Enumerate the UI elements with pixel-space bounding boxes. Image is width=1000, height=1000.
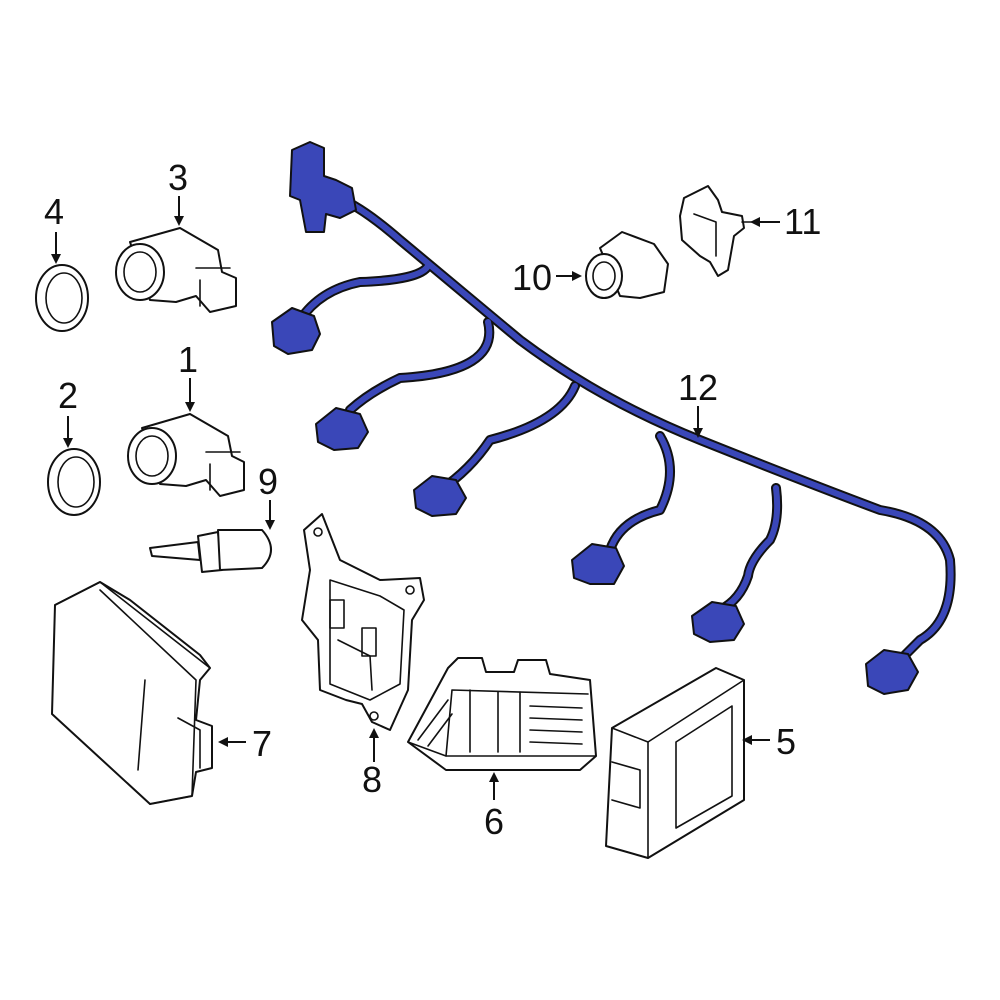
callout-10: 10 xyxy=(512,257,552,298)
sensor-part-10[interactable] xyxy=(585,231,669,299)
harness-connector xyxy=(315,407,369,451)
control-module-part-7[interactable] xyxy=(51,581,213,805)
ecu-board-part-6[interactable] xyxy=(407,657,597,771)
parking-sensor-part-3[interactable] xyxy=(115,227,237,313)
callout-1: 1 xyxy=(178,339,198,380)
harness-main-connector xyxy=(289,141,357,233)
bracket-part-8[interactable] xyxy=(301,513,425,731)
parking-sensor-part-1[interactable] xyxy=(127,413,245,497)
module-part-5[interactable] xyxy=(605,667,745,859)
callout-9: 9 xyxy=(258,461,278,502)
callout-5: 5 xyxy=(776,721,796,762)
seal-ring-part-2[interactable] xyxy=(47,448,101,516)
callout-3: 3 xyxy=(168,157,188,198)
callout-4: 4 xyxy=(44,191,64,232)
bulb-part-9[interactable] xyxy=(149,529,272,573)
callout-11: 11 xyxy=(784,201,821,242)
harness-connector xyxy=(571,543,625,585)
leader-lines xyxy=(51,196,780,800)
callout-8: 8 xyxy=(362,759,382,800)
seal-ring-part-4[interactable] xyxy=(35,264,89,332)
callout-2: 2 xyxy=(58,375,78,416)
harness-connector xyxy=(413,475,467,517)
harness-connector xyxy=(271,307,321,355)
callout-12: 12 xyxy=(678,367,718,408)
harness-connector xyxy=(865,649,919,695)
callout-6: 6 xyxy=(484,801,504,842)
wiring-harness-part-12[interactable] xyxy=(271,141,956,695)
harness-connector xyxy=(691,601,745,643)
callout-7: 7 xyxy=(252,723,272,764)
clip-part-11[interactable] xyxy=(679,185,753,277)
